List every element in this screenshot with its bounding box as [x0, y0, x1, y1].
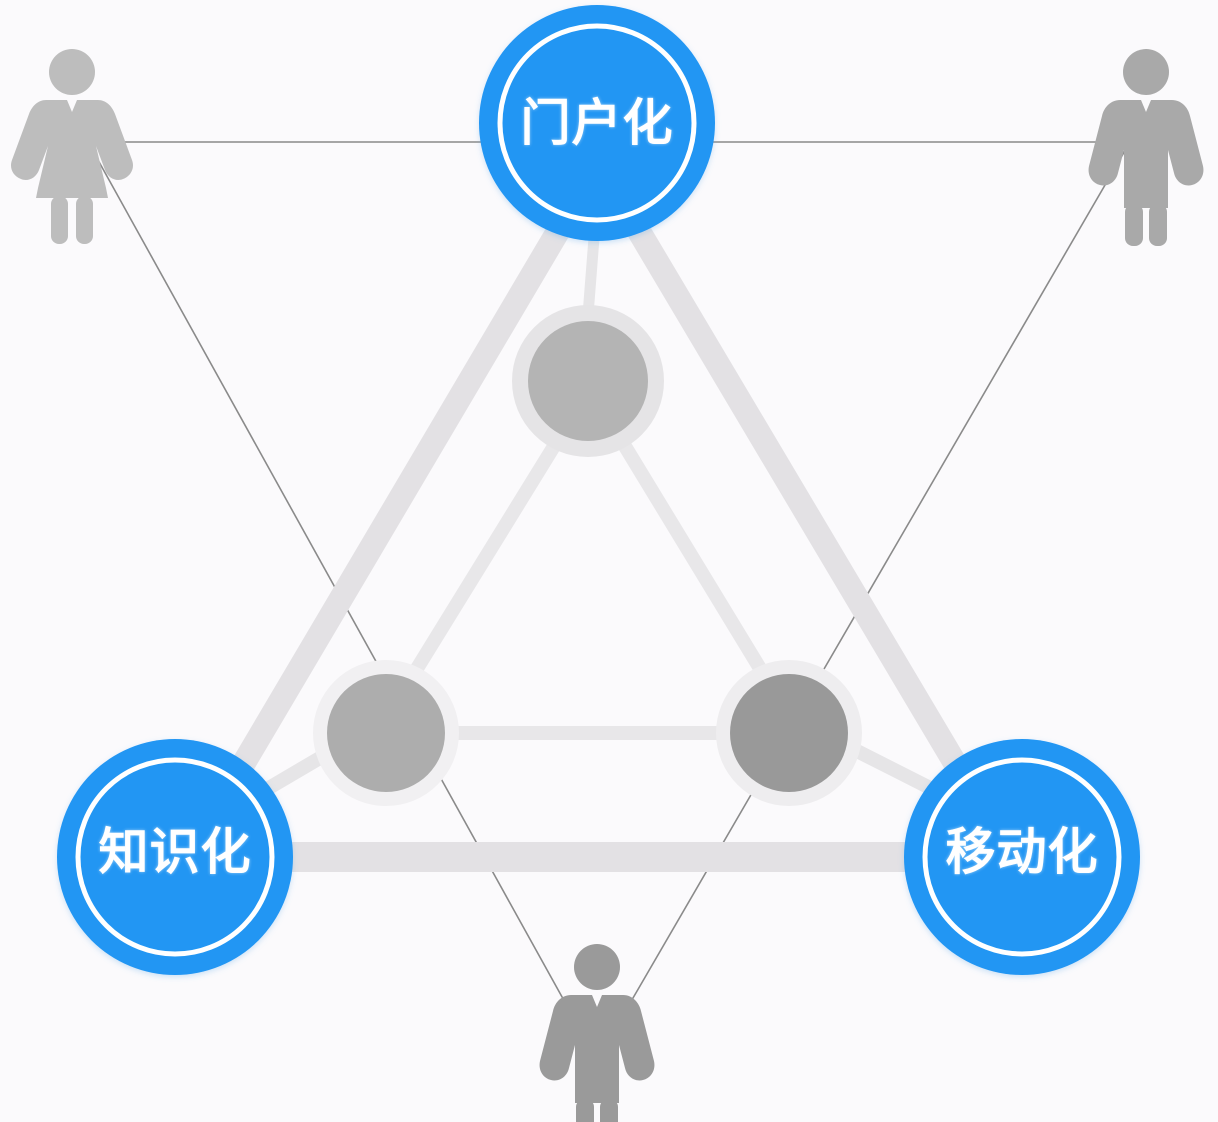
- node-knowledge-disc: [57, 739, 293, 975]
- link-portal-to-mobile: [626, 221, 988, 807]
- node-knowledge-inner-ring: [75, 757, 275, 957]
- male-body-bottom: [539, 995, 655, 1103]
- male-head-bottom: [574, 944, 620, 990]
- person-male-icon-right: [1088, 49, 1204, 246]
- male-head-right: [1123, 49, 1169, 95]
- male-leg-left-bottom: [576, 1099, 594, 1122]
- male-leg-right-bottom: [600, 1099, 618, 1122]
- female-leg-right: [76, 196, 93, 244]
- outer-triangle-links: [211, 221, 988, 872]
- node-portal-disc: [479, 5, 715, 241]
- male-leg-left-right: [1125, 204, 1143, 246]
- female-body: [11, 100, 133, 198]
- female-head: [49, 49, 95, 95]
- inner-node-right-core: [730, 674, 848, 792]
- male-body-right: [1088, 100, 1204, 208]
- inner-node-top[interactable]: [512, 305, 664, 457]
- node-portal[interactable]: [479, 5, 715, 241]
- inner-node-left[interactable]: [313, 660, 459, 806]
- inner-node-top-core: [528, 321, 648, 441]
- node-mobile-inner-ring: [922, 757, 1122, 957]
- inner-triangle-links: [407, 439, 770, 740]
- link-inner-top-to-inner-right: [617, 439, 770, 679]
- node-mobile[interactable]: [904, 739, 1140, 975]
- node-portal-inner-ring: [497, 23, 697, 223]
- person-male-icon-bottom: [539, 944, 655, 1122]
- node-mobile-disc: [904, 739, 1140, 975]
- link-portal-to-knowledge: [211, 221, 571, 807]
- female-leg-left: [51, 196, 68, 244]
- link-inner-top-to-inner-left: [407, 439, 562, 679]
- inner-node-left-core: [327, 674, 445, 792]
- link-mobile-to-inner-right: [849, 742, 942, 799]
- inner-node-right[interactable]: [716, 660, 862, 806]
- node-knowledge[interactable]: [57, 739, 293, 975]
- person-female-icon: [11, 49, 133, 244]
- link-portal-to-inner-top: [582, 237, 600, 316]
- male-leg-right-right: [1149, 204, 1167, 246]
